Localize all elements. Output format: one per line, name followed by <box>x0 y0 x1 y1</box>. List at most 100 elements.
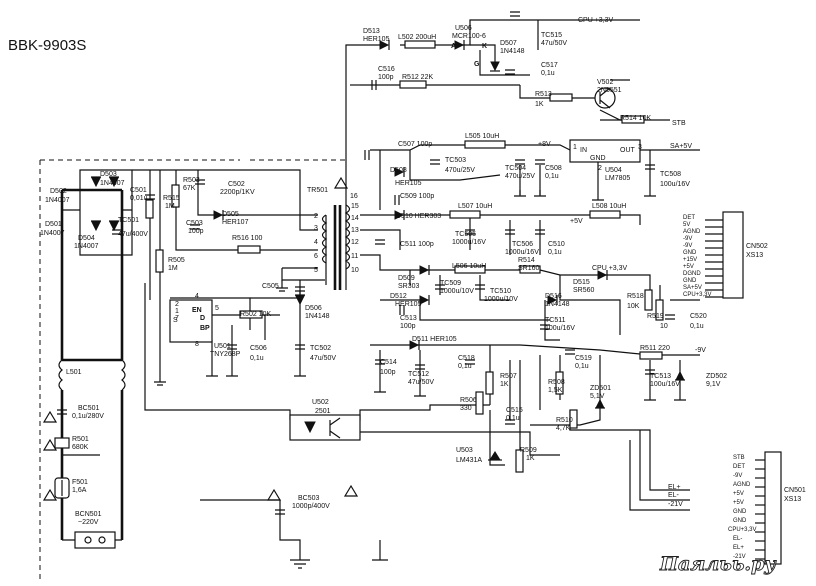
label-p2: 2 <box>598 165 602 172</box>
label-c501: C501 <box>130 187 147 194</box>
label-d504: D504 <box>78 235 95 242</box>
label-pin4: 4 <box>195 293 199 300</box>
label-bc503: BC503 <box>298 495 320 502</box>
label-pin7: 7 <box>175 315 179 322</box>
label-r511: R511 220 <box>640 345 670 352</box>
cn501-pin-6: +5V <box>733 500 744 506</box>
label-r518: R518 <box>627 293 644 300</box>
label-c519: C519 <box>575 355 592 362</box>
label-d501v: 1N4007 <box>40 230 65 237</box>
label-tc506v: 1000u/16V <box>505 249 539 256</box>
label-u502v: 2501 <box>315 408 331 415</box>
label-tc515: TC515 <box>541 32 562 39</box>
label-c520: C520 <box>690 313 707 320</box>
label-tc511: TC511 <box>545 317 566 324</box>
label-en: EN <box>192 307 202 314</box>
label-r503v: 67K <box>183 185 196 192</box>
label-d504v: 1N4007 <box>74 243 99 250</box>
label-r513v: 1K <box>535 101 544 108</box>
label-d513: D513 <box>363 28 380 35</box>
l506-inductor <box>454 265 486 274</box>
label-r510: R510 <box>556 417 573 424</box>
label-bc503v: 1000p/400V <box>292 503 330 510</box>
transformer-secondary-winding <box>344 204 351 270</box>
label-l505: L505 10uH <box>465 133 499 140</box>
component-labels: D513 HER105 L502 200uH U506 MCR100-6 A K… <box>40 17 806 560</box>
label-d503v: 1N4007 <box>100 180 125 187</box>
label-d512v: HER105 <box>395 301 422 308</box>
label-c501v: 0,01u <box>130 195 148 202</box>
cn502-pin-10: GND <box>683 278 697 284</box>
label-d503: D503 <box>100 171 117 178</box>
label-r501: R501 <box>72 436 89 443</box>
label-d505: D505 <box>222 211 239 218</box>
r507-resistor <box>485 371 494 395</box>
cn502-pin-7: +15V <box>683 257 697 263</box>
label-bp: BP <box>200 325 210 332</box>
label-c502v: 2200p/1KV <box>220 189 255 196</box>
label-tc510: TC510 <box>490 288 511 295</box>
label-d510: D510 HER303 <box>396 213 441 220</box>
label-tc504: TC504 <box>505 165 526 172</box>
label-u501v: TNY268P <box>210 351 241 358</box>
label-w13: 13 <box>351 227 359 234</box>
label-zd501v: 5,1V <box>590 393 605 400</box>
label-r505v: 1M <box>168 265 178 272</box>
label-cpu33: CPU +3,3V <box>578 17 614 24</box>
label-s: S <box>173 317 178 324</box>
label-sr160: SR160 <box>518 265 540 272</box>
label-tc501v: 47u/400V <box>118 231 148 238</box>
cn502-pin-12: CPU+3,3V <box>683 292 712 298</box>
label-l501: L501 <box>66 369 82 376</box>
label-d512: D512 <box>390 293 407 300</box>
cn501-pin-5: +5V <box>733 491 744 497</box>
u502-optocoupler <box>289 414 361 441</box>
label-tc508v: 100u/16V <box>660 181 690 188</box>
r503-resistor <box>171 184 180 208</box>
label-c515: C515 <box>506 407 523 414</box>
label-c508: C508 <box>545 165 562 172</box>
label-d515: D515 <box>573 279 590 286</box>
label-c510: C510 <box>548 241 565 248</box>
label-p5v: +5V <box>570 218 583 225</box>
label-c503v: 100p <box>188 228 204 235</box>
label-u502: U502 <box>312 399 329 406</box>
label-c517v: 0,1u <box>541 70 555 77</box>
label-c514: C514 <box>380 359 397 366</box>
r502-resistor <box>239 310 263 319</box>
label-u503: U503 <box>456 447 473 454</box>
label-d502: D502 <box>50 188 67 195</box>
cn502-pin-8: +5V <box>683 264 694 270</box>
label-c513v: 100p <box>400 323 416 330</box>
label-p8v: +8V <box>538 141 551 148</box>
r518-resistor <box>644 289 653 311</box>
l501-inductor <box>58 359 63 391</box>
label-u504v: LM7805 <box>605 175 630 182</box>
label-pinA: A <box>451 43 456 50</box>
label-tc515v: 47u/50V <box>541 40 567 47</box>
label-c519v: 0,1u <box>575 363 589 370</box>
label-d: D <box>200 315 205 322</box>
label-w10: 10 <box>351 267 359 274</box>
label-d515v: SR560 <box>573 287 595 294</box>
label-r515v: 1M <box>165 203 175 210</box>
label-r514b: R514 <box>518 257 535 264</box>
label-out: OUT <box>620 147 636 154</box>
cn502-pin-9: DGND <box>683 271 701 277</box>
label-v502: V502 <box>597 79 613 86</box>
label-l508: L508 10uH <box>592 203 626 210</box>
cn502-name: CN502 <box>746 243 768 250</box>
r513-resistor <box>549 93 573 102</box>
label-r512: R512 22K <box>402 74 433 81</box>
r506-resistor <box>475 391 484 415</box>
label-d516v: 1N4148 <box>545 301 570 308</box>
r514-resistor <box>621 115 645 124</box>
label-tc503v: 470u/25V <box>445 167 475 174</box>
label-d505v: HER107 <box>222 219 249 226</box>
label-r507: R507 <box>500 373 517 380</box>
cn501-pin-labels: STB DET -9V AGND +5V +5V GND GND CPU+3,3… <box>728 455 806 560</box>
label-c502: C502 <box>228 181 245 188</box>
label-w16: 16 <box>350 193 358 200</box>
label-m21: -21V <box>668 501 683 508</box>
label-u501: U501 <box>214 343 231 350</box>
